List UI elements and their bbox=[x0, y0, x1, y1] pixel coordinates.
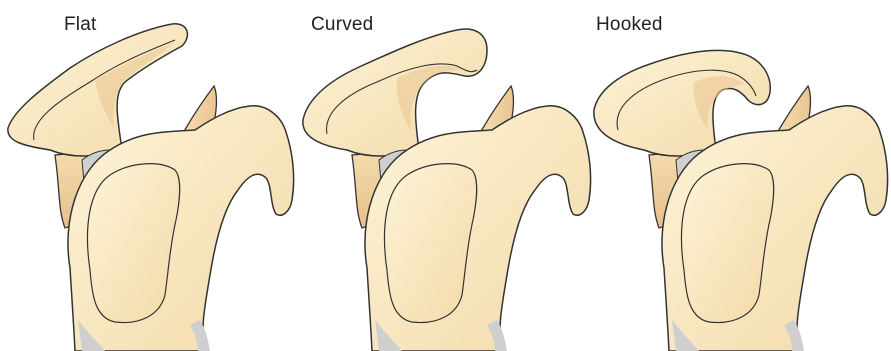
panel-curved: Curved bbox=[297, 0, 594, 351]
acromion-underside-shade-curved bbox=[397, 66, 462, 130]
scapula-diagram-hooked bbox=[594, 0, 891, 351]
scapula-diagram-flat bbox=[0, 0, 297, 351]
panel-hooked: Hooked bbox=[594, 0, 891, 351]
panel-flat: Flat bbox=[0, 0, 297, 351]
scapula-diagram-curved bbox=[297, 0, 594, 351]
